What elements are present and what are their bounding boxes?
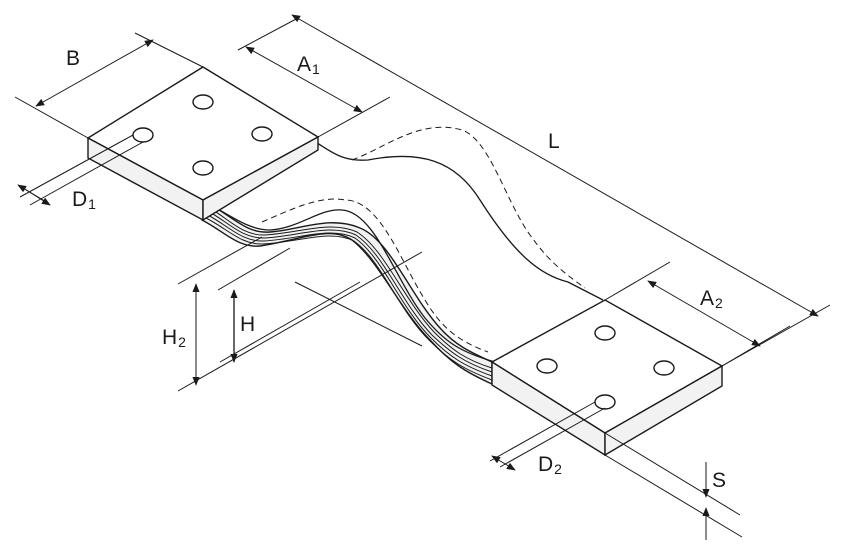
label-a2: A2 — [700, 287, 723, 311]
right-terminal-plate — [490, 299, 724, 457]
label-b: B — [66, 47, 80, 70]
right-plate-right — [604, 364, 723, 457]
dimension-d2 — [489, 401, 606, 471]
left-hole-top — [192, 94, 214, 110]
dimension-h — [217, 247, 423, 363]
dimension-d1 — [17, 134, 144, 206]
right-hole-right — [653, 360, 675, 376]
dimension-a2 — [604, 261, 791, 367]
laminate-hidden-lower — [261, 198, 489, 353]
laminate-stack-front — [201, 198, 493, 386]
dimension-l — [291, 14, 831, 367]
laminate-top-edge — [311, 139, 604, 301]
label-h: H — [240, 313, 255, 336]
dimension-s — [604, 432, 743, 540]
label-d1: D1 — [72, 188, 96, 212]
left-terminal-plate — [86, 66, 320, 222]
left-hole-right — [251, 126, 273, 142]
left-plate-top — [86, 66, 320, 201]
right-plate-top — [490, 299, 724, 434]
left-hole-left — [132, 127, 154, 143]
label-s: S — [712, 469, 726, 492]
label-d2: D2 — [538, 453, 562, 477]
right-hole-left — [536, 358, 558, 374]
dimension-b — [14, 32, 204, 139]
dimension-h2 — [177, 236, 423, 392]
right-hole-top — [594, 325, 616, 341]
left-hole-bottom — [192, 160, 214, 176]
label-h2: H2 — [162, 326, 186, 350]
label-l: L — [548, 130, 560, 153]
label-a1: A1 — [297, 53, 320, 77]
right-hole-bottom — [594, 394, 616, 410]
